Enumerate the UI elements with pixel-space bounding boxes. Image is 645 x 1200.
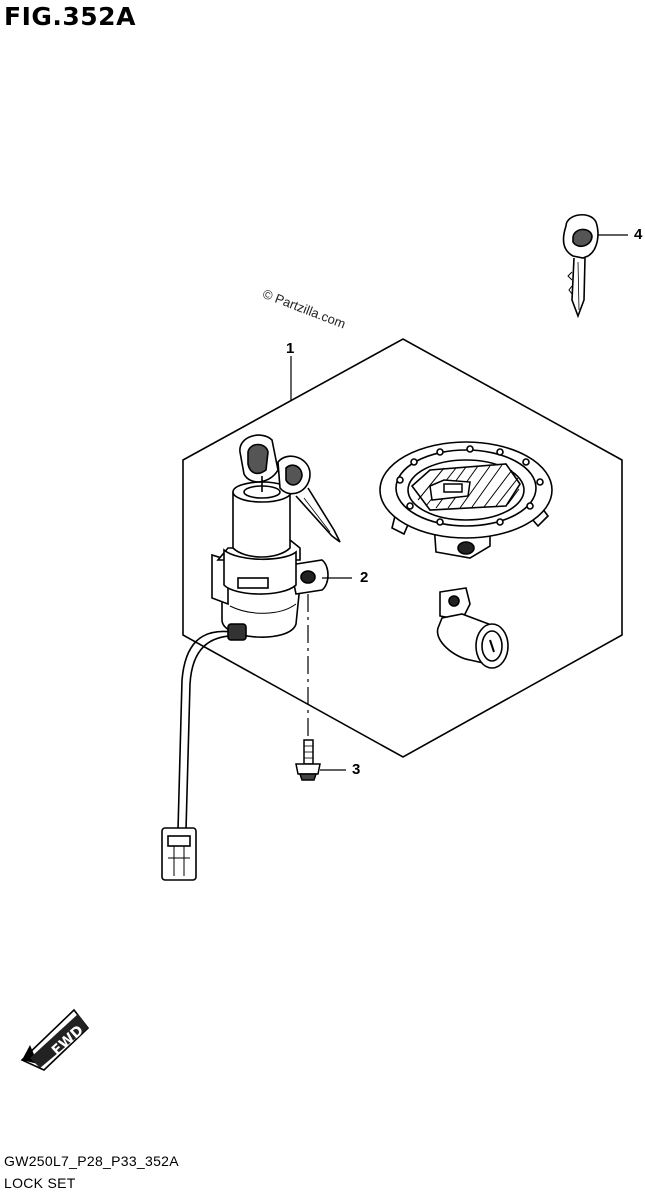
ignition-keys — [239, 434, 341, 543]
screw — [295, 739, 321, 781]
ignition-switch — [161, 481, 329, 881]
callout-1: 1 — [286, 340, 295, 357]
model-code: GW250L7_P28_P33_352A — [4, 1153, 179, 1169]
spare-key — [562, 214, 599, 319]
callout-3: 3 — [352, 761, 361, 778]
fuel-cap-hinge — [429, 479, 471, 501]
lock-set-assembly-outline — [182, 338, 623, 758]
seat-lock-cylinder — [436, 587, 509, 669]
fwd-direction-arrow: FWD — [20, 1008, 90, 1071]
figure-title: FIG.352A — [4, 2, 136, 31]
callout-2: 2 — [360, 569, 369, 586]
callout-4: 4 — [634, 226, 643, 243]
section-name: LOCK SET — [4, 1175, 76, 1191]
